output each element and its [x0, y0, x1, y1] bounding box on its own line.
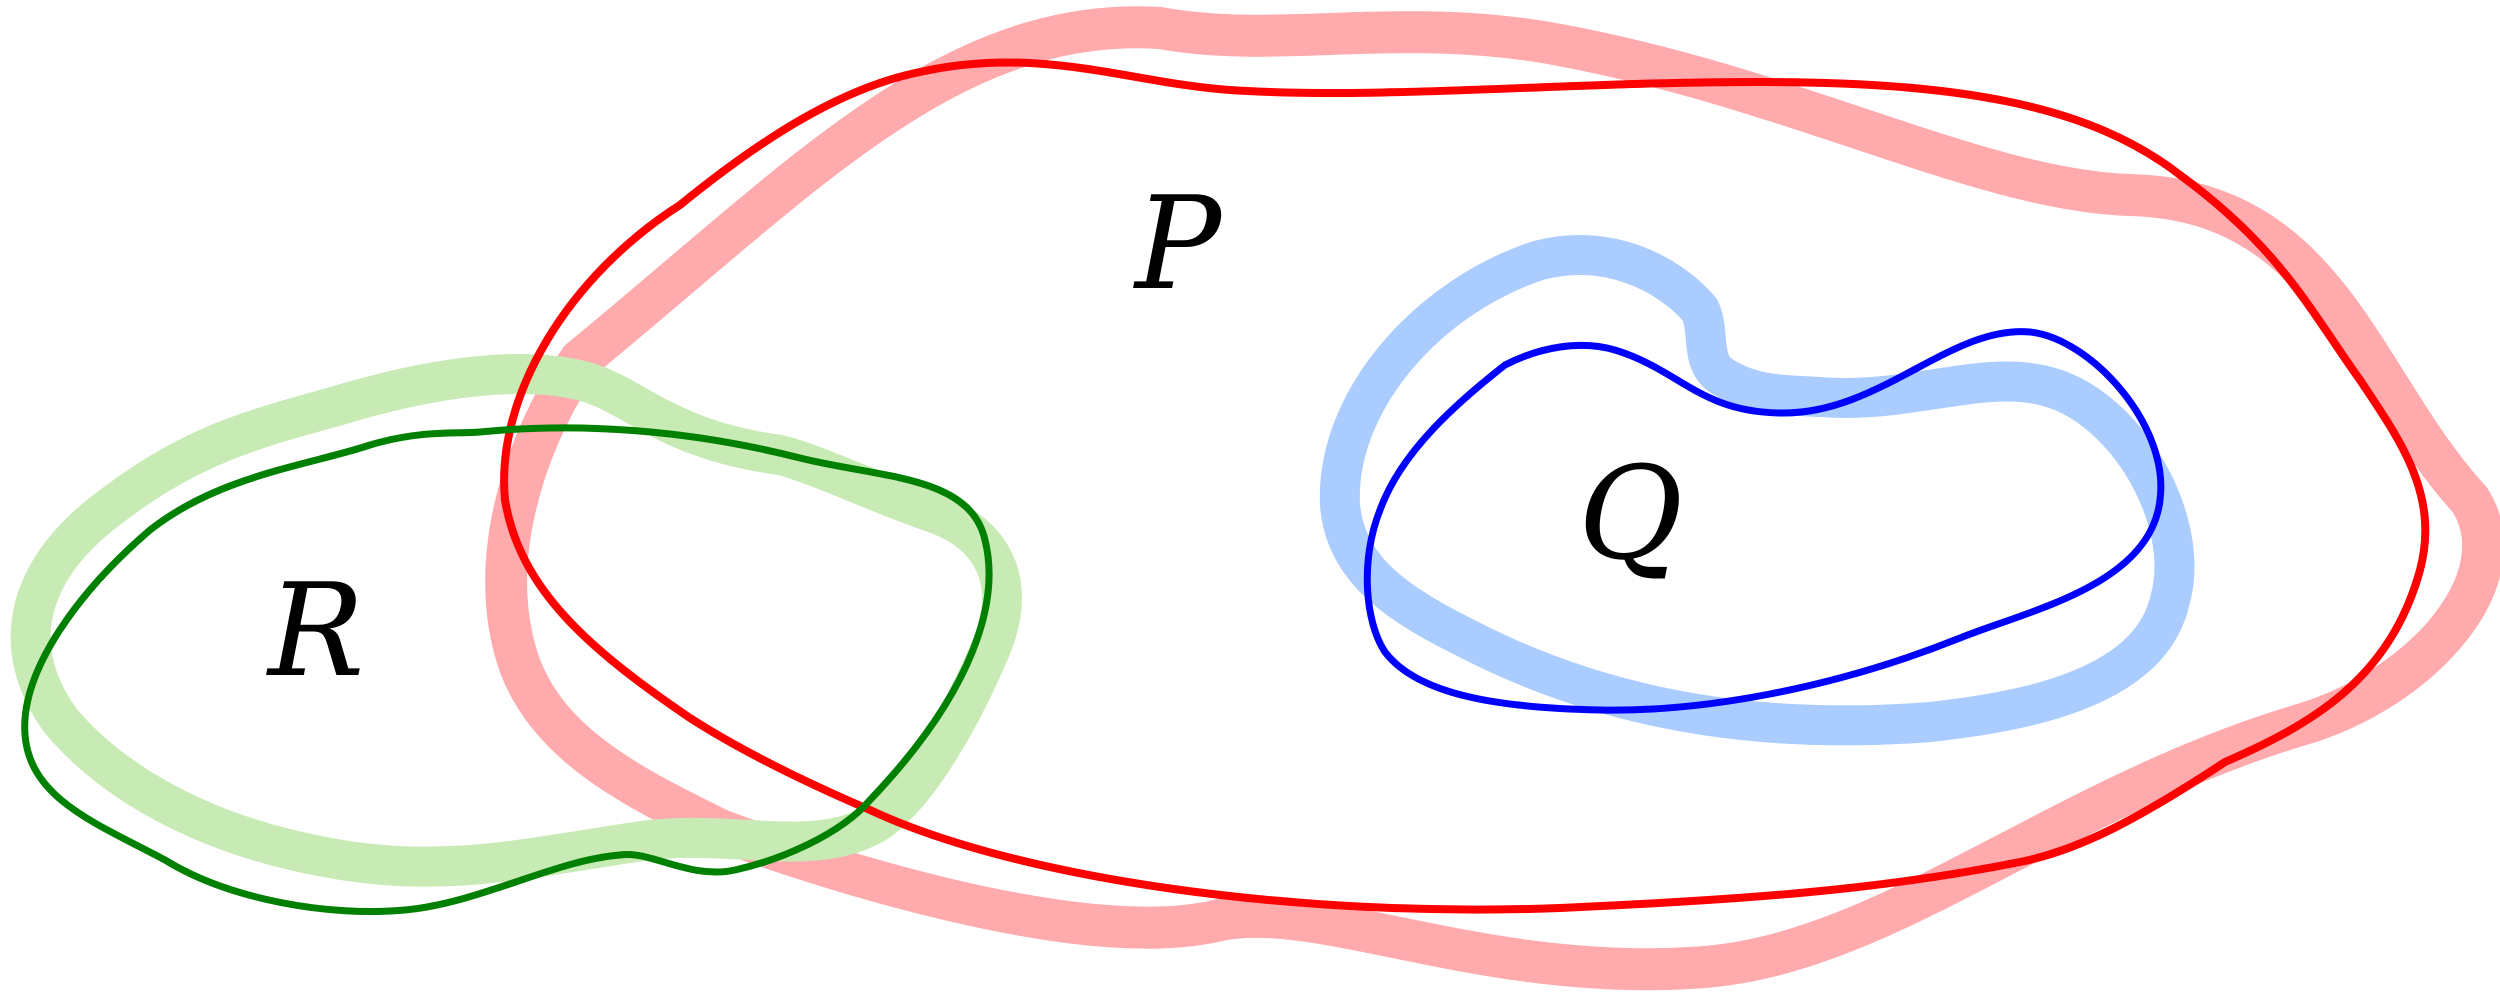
outline-layer — [21, 58, 2430, 916]
halo-layer — [10, 6, 2500, 991]
r-halo-curve — [10, 354, 1022, 887]
r-outline-curve — [21, 424, 993, 916]
q-outline-curve — [1363, 328, 2165, 714]
label-r: R — [266, 557, 364, 706]
label-layer: P Q R — [266, 170, 1683, 706]
label-p: P — [1133, 170, 1223, 319]
p-outline-curve — [500, 58, 2430, 914]
p-halo-curve — [485, 6, 2500, 991]
q-halo-curve — [1319, 235, 2195, 746]
label-q: Q — [1578, 440, 1683, 589]
